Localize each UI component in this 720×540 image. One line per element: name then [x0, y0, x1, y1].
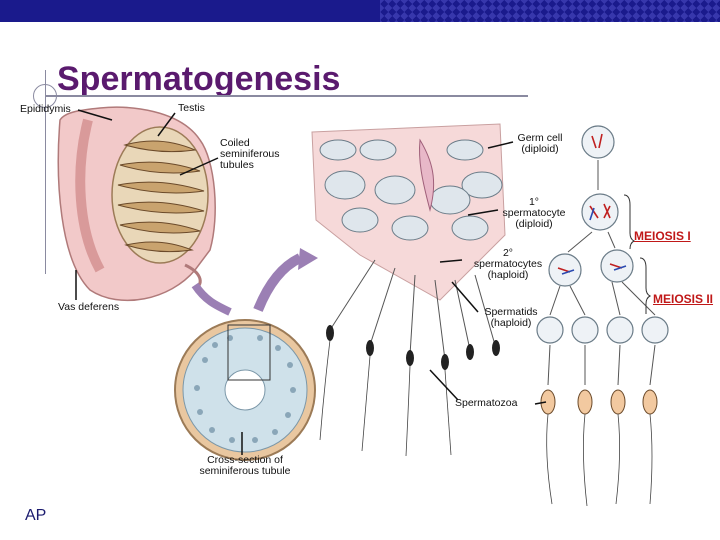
label-epididymis: Epididymis — [20, 103, 71, 115]
label-testis: Testis — [178, 102, 205, 114]
tissue-section — [311, 123, 506, 457]
label-vas-deferens: Vas deferens — [58, 301, 120, 313]
label-spermatozoa: Spermatozoa — [455, 397, 518, 409]
label-cross-section: Cross-section of seminiferous tubule — [199, 454, 291, 477]
decor-rule-vertical — [45, 70, 46, 274]
testis-illustration — [57, 106, 216, 302]
label-primary-spermatocyte: 1° spermatocyte (diploid) — [502, 196, 566, 230]
label-spermatids: Spermatids (haploid) — [484, 306, 538, 329]
page-title: Spermatogenesis — [57, 60, 341, 98]
label-secondary-spermatocytes: 2° spermatocytes (haploid) — [473, 247, 543, 281]
label-germ-cell: Germ cell (diploid) — [517, 132, 563, 155]
label-coiled-tubules: Coiled seminiferous tubules — [220, 137, 280, 171]
footer-ap: AP — [25, 507, 47, 524]
label-meiosis-2: MEIOSIS II — [653, 292, 714, 306]
title-rule — [45, 95, 528, 97]
tubule-cross-section — [174, 319, 316, 461]
header-pattern — [380, 0, 720, 22]
header-bar — [0, 0, 720, 22]
label-meiosis-1: MEIOSIS I — [634, 229, 691, 243]
